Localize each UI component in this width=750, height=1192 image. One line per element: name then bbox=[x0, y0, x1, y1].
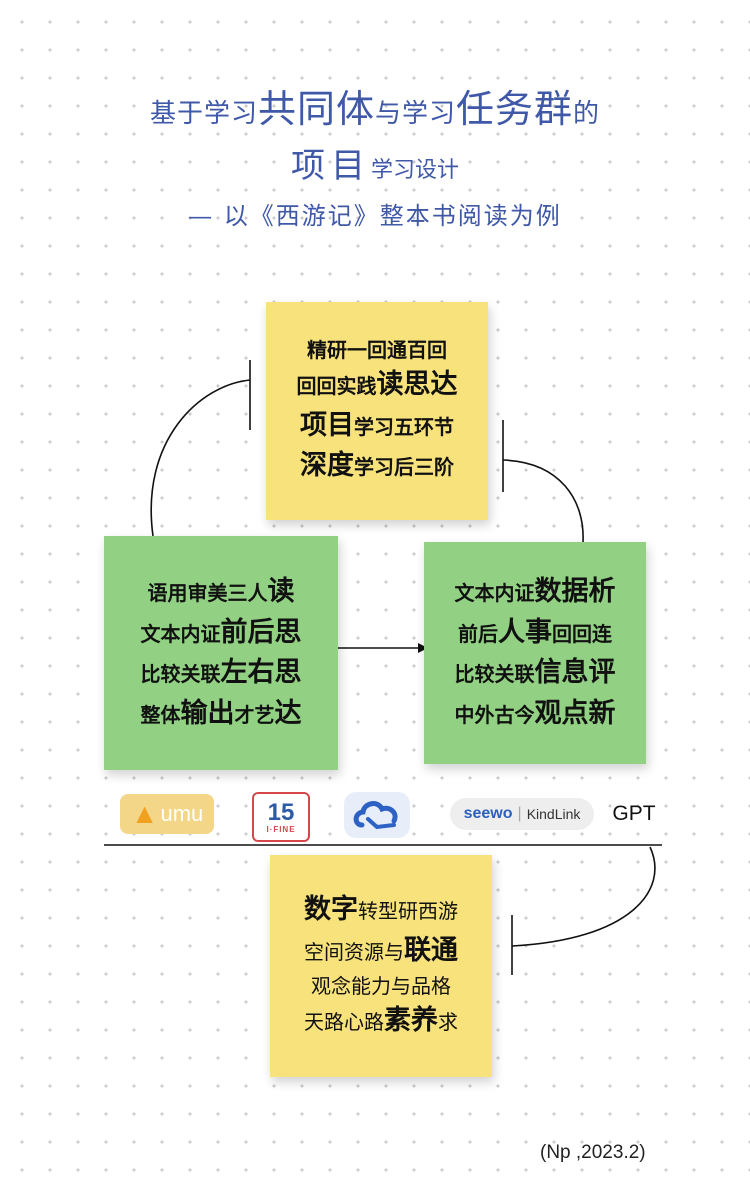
umu-logo: ▲ umu bbox=[120, 794, 214, 834]
note-top-line: 深度学习后三阶 bbox=[300, 446, 454, 487]
note-text: 学习五环节 bbox=[354, 414, 454, 439]
note-text: 转型研西游 bbox=[358, 899, 458, 924]
note-text: 比较关联 bbox=[454, 662, 535, 686]
note-text: 文本内证 bbox=[454, 581, 535, 605]
note-top-line: 回回实践读思达 bbox=[297, 365, 458, 406]
note-text: 天路心路 bbox=[304, 1010, 384, 1035]
arrow-head-icon bbox=[418, 643, 428, 653]
note-bottom-line: 数字转型研西游 bbox=[304, 890, 458, 931]
note-emphasis: 人事 bbox=[498, 616, 552, 648]
umu-mark-icon: ▲ bbox=[130, 798, 159, 829]
connector-left-to-top bbox=[150, 379, 251, 537]
title-text: 学习设计 bbox=[370, 158, 459, 183]
note-text: 前后 bbox=[458, 621, 498, 646]
note-top: 精研一回通百回回回实践读思达项目学习五环节深度学习后三阶 bbox=[266, 302, 488, 520]
seewo-kindlink-logo: seewo | KindLink bbox=[450, 798, 594, 830]
title-text: 的 bbox=[573, 99, 601, 129]
title-emphasis: 任务群 bbox=[456, 87, 574, 131]
note-text: 学习后三阶 bbox=[354, 455, 454, 480]
note-text: 整体 bbox=[140, 702, 181, 727]
note-top-line: 精研一回通百回 bbox=[307, 335, 447, 365]
note-right-line: 中外古今观点新 bbox=[455, 694, 616, 735]
note-text: 语用审美三人 bbox=[147, 581, 268, 605]
cloud-book-icon bbox=[353, 801, 398, 830]
note-text: 求 bbox=[438, 1010, 458, 1035]
title-line-1: 基于学习共同体与学习任务群的 bbox=[0, 78, 750, 133]
logo-strip: ▲ umu 15 I·FINE seewo | KindLink GPT bbox=[0, 792, 750, 842]
note-emphasis: 观点新 bbox=[534, 697, 616, 729]
note-emphasis: 读 bbox=[267, 576, 295, 607]
note-right-line: 文本内证数据析 bbox=[455, 572, 616, 613]
note-right-line: 比较关联信息评 bbox=[455, 653, 616, 694]
note-bottom-line: 观念能力与品格 bbox=[311, 971, 451, 1001]
gpt-label: GPT bbox=[612, 802, 656, 825]
title-text: 基于学习 bbox=[149, 99, 258, 129]
note-emphasis: 深度 bbox=[300, 450, 354, 482]
note-left: 语用审美三人读文本内证前后思比较关联左右思整体输出才艺达 bbox=[104, 536, 338, 770]
title-emphasis: 项目 bbox=[290, 146, 371, 186]
note-left-line: 比较关联左右思 bbox=[141, 653, 302, 694]
ifine-logo: 15 I·FINE bbox=[252, 792, 310, 842]
cloud-book-logo bbox=[344, 792, 410, 838]
note-left-line: 整体输出才艺达 bbox=[141, 694, 302, 735]
note-emphasis: 前后思 bbox=[220, 616, 302, 648]
note-emphasis: 素养 bbox=[384, 1005, 438, 1037]
note-text: 精研一回通百回 bbox=[307, 338, 447, 363]
note-emphasis: 信息评 bbox=[534, 657, 616, 688]
note-bottom-line: 空间资源与联通 bbox=[304, 931, 458, 972]
note-emphasis: 联通 bbox=[404, 934, 458, 966]
note-bottom: 数字转型研西游空间资源与联通观念能力与品格天路心路素养求 bbox=[270, 855, 492, 1077]
credit: (Np ,2023.2) bbox=[540, 1142, 646, 1163]
note-emphasis: 达 bbox=[274, 697, 302, 729]
note-right: 文本内证数据析前后人事回回连比较关联信息评中外古今观点新 bbox=[424, 542, 646, 764]
note-text: 回回实践 bbox=[296, 374, 377, 399]
note-top-line: 项目学习五环节 bbox=[300, 406, 454, 447]
title-emphasis: 共同体 bbox=[257, 87, 375, 131]
connector-separator-to-bottom bbox=[511, 846, 656, 947]
note-text: 中外古今 bbox=[454, 702, 535, 727]
note-emphasis: 数据析 bbox=[534, 576, 616, 607]
note-emphasis: 左右思 bbox=[220, 657, 302, 688]
note-text: 文本内证 bbox=[140, 621, 221, 646]
note-emphasis: 读思达 bbox=[376, 369, 458, 401]
title-text: 与学习 bbox=[374, 99, 456, 129]
note-left-line: 语用审美三人读 bbox=[148, 572, 295, 613]
note-emphasis: 数字 bbox=[304, 894, 358, 926]
subtitle: — 以《西游记》整本书阅读为例 bbox=[188, 202, 562, 230]
note-right-line: 前后人事回回连 bbox=[458, 613, 612, 654]
note-emphasis: 项目 bbox=[300, 409, 354, 441]
note-text: 回回连 bbox=[552, 621, 612, 646]
note-bottom-line: 天路心路素养求 bbox=[304, 1001, 458, 1042]
connector-top-to-right bbox=[502, 459, 584, 543]
note-text: 观念能力与品格 bbox=[311, 974, 451, 999]
note-text: 空间资源与 bbox=[304, 939, 404, 964]
note-emphasis: 输出 bbox=[180, 697, 235, 729]
note-text: 比较关联 bbox=[140, 662, 221, 686]
note-text: 才艺 bbox=[234, 702, 275, 727]
title-line-2: 项目学习设计 bbox=[0, 138, 750, 187]
note-left-line: 文本内证前后思 bbox=[141, 613, 302, 654]
